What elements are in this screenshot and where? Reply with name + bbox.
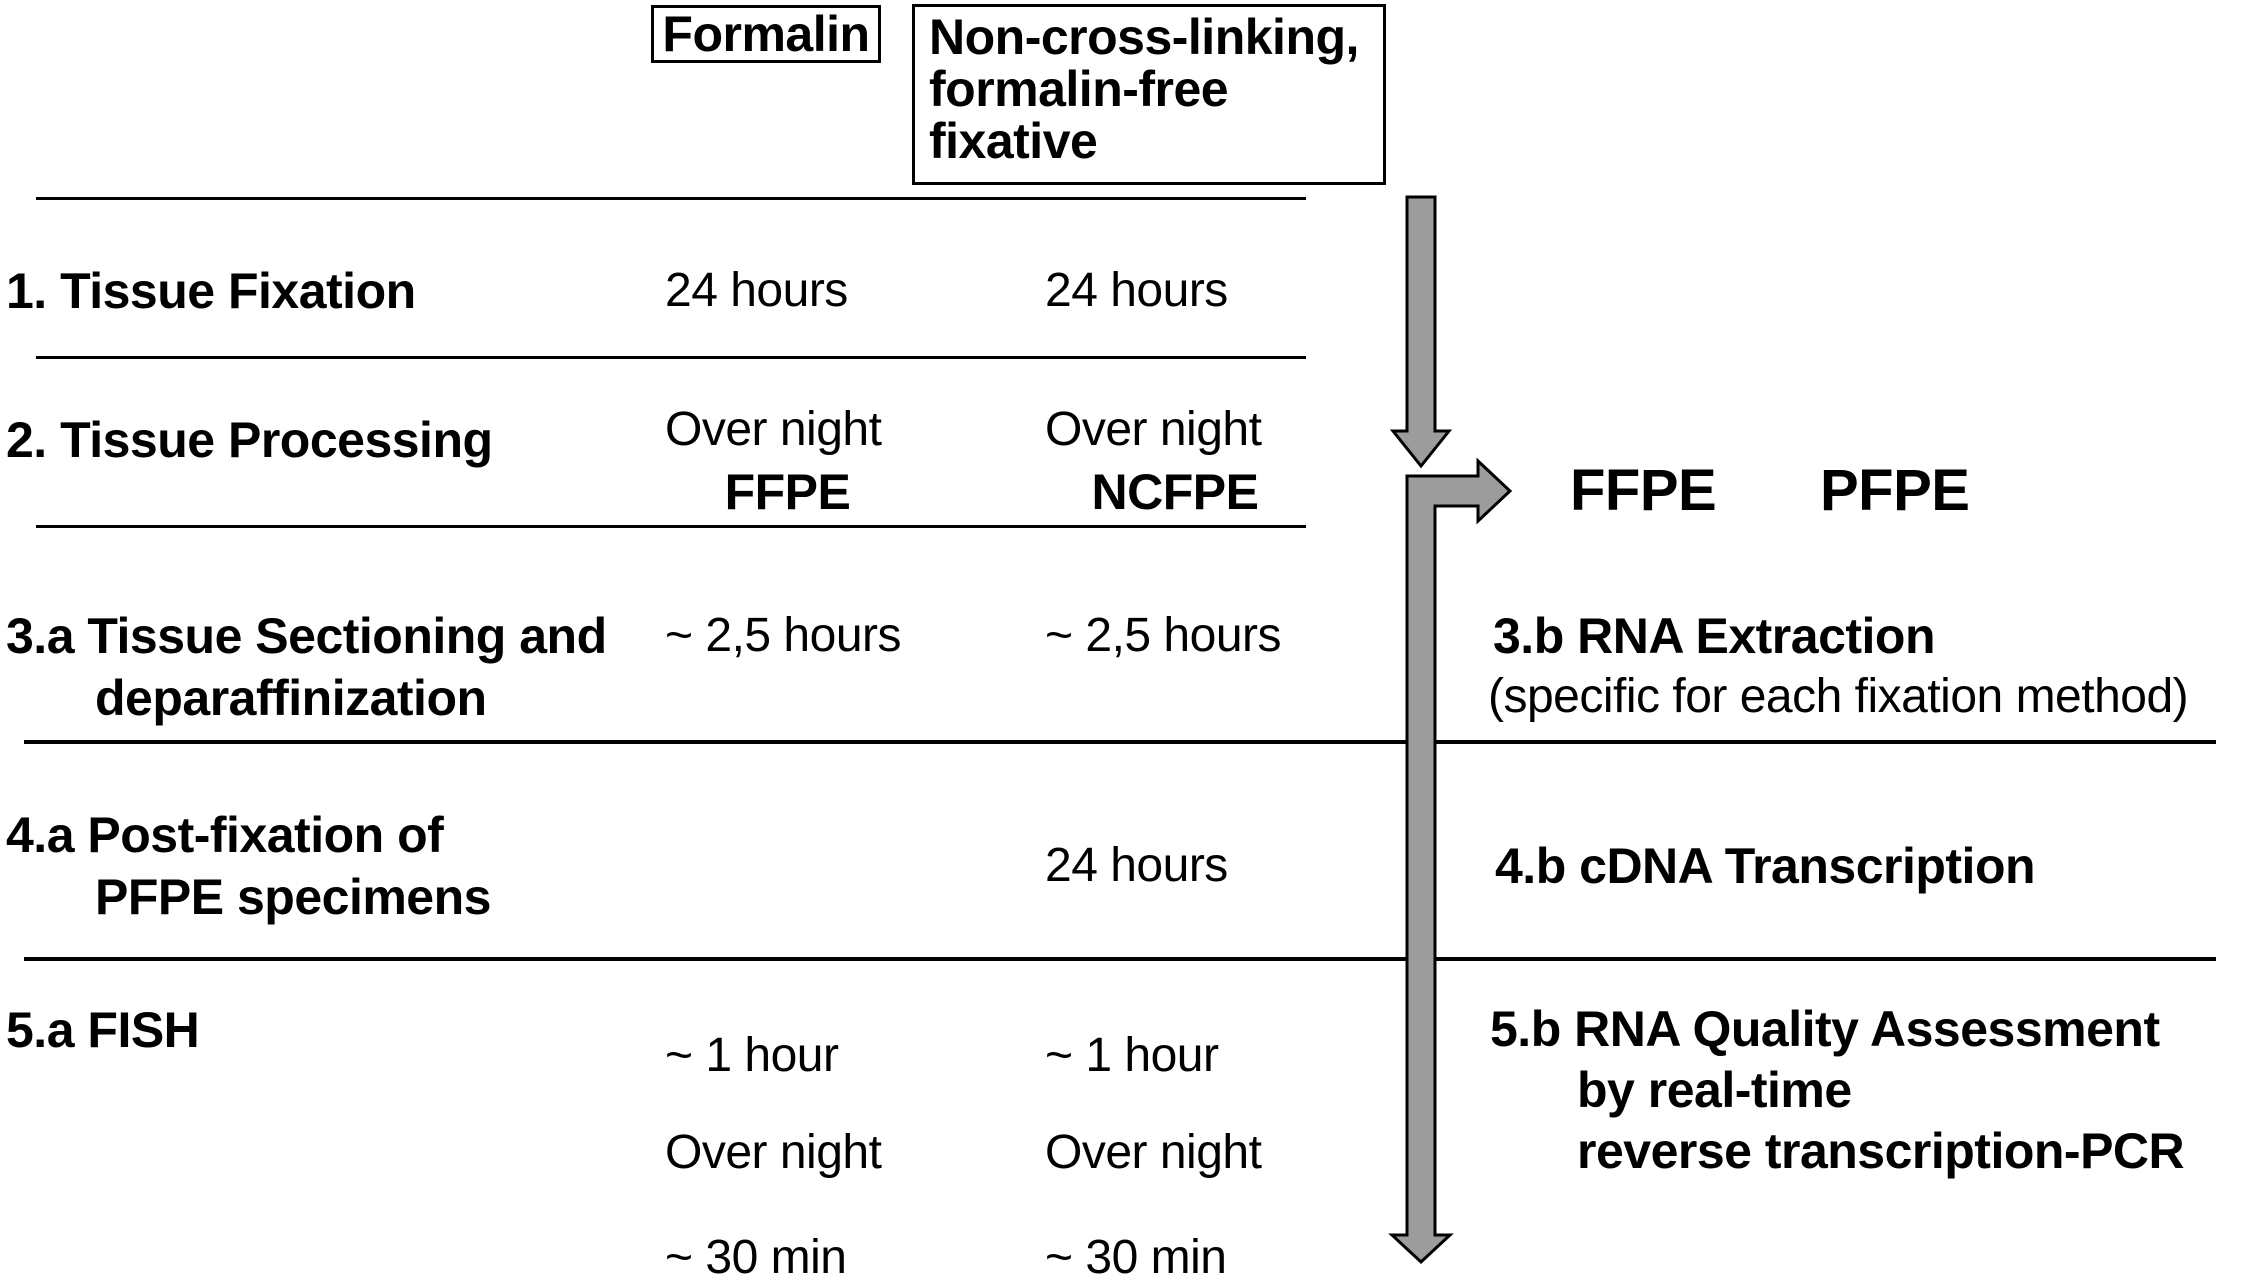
flow-arrow-down-icon	[1389, 195, 1453, 469]
row-label-post-fixation-line1: 4.a Post-fixation of	[6, 807, 444, 863]
row-label-tissue-sectioning-line1: 3.a Tissue Sectioning and	[6, 608, 607, 664]
value-processing-formalin: Over night	[665, 403, 882, 456]
value-post-fixation-ncl: 24 hours	[1045, 839, 1228, 892]
divider-row4-full	[24, 957, 2216, 961]
divider-row2	[36, 525, 1306, 528]
value-processing-ncl: Over night	[1045, 403, 1262, 456]
row-label-post-fixation: 4.a Post-fixation of PFPE specimens	[6, 804, 491, 928]
step-label-rna-quality-line1: 5.b RNA Quality Assessment	[1490, 1001, 2160, 1057]
value-sectioning-formalin: ~ 2,5 hours	[665, 609, 902, 662]
fixative-header-line1: Non-cross-linking,	[929, 9, 1359, 65]
step-note-rna-extraction: (specific for each fixation method)	[1488, 670, 2189, 723]
formalin-header-box: Formalin	[651, 5, 881, 63]
value-fish-ncl-2: Over night	[1045, 1126, 1262, 1179]
result-label-ffpe: FFPE	[724, 464, 851, 520]
row-label-tissue-sectioning-line2: deparaffinization	[95, 670, 487, 726]
divider-row3-full	[24, 740, 2216, 744]
step-label-rna-extraction: 3.b RNA Extraction	[1493, 608, 1936, 664]
row-label-tissue-sectioning: 3.a Tissue Sectioning and deparaffinizat…	[6, 605, 607, 729]
fixative-header-line3: fixative	[929, 113, 1098, 169]
divider-header	[36, 197, 1306, 200]
step-label-rna-quality-line2: by real-time	[1577, 1062, 1852, 1118]
branch-label-ffpe: FFPE	[1570, 458, 1717, 523]
value-fish-formalin-3: ~ 30 min	[665, 1231, 847, 1284]
branch-label-pfpe: PFPE	[1820, 458, 1970, 523]
row-label-tissue-processing: 2. Tissue Processing	[6, 412, 493, 468]
fixative-header-line2: formalin-free	[929, 61, 1229, 117]
divider-row1	[36, 356, 1306, 359]
row-label-fish: 5.a FISH	[6, 1002, 200, 1058]
row-label-tissue-fixation: 1. Tissue Fixation	[6, 263, 416, 319]
value-fixation-formalin: 24 hours	[665, 264, 848, 317]
step-label-cdna-transcription: 4.b cDNA Transcription	[1495, 838, 2036, 894]
value-fish-formalin-1: ~ 1 hour	[665, 1029, 839, 1082]
value-fish-ncl-3: ~ 30 min	[1045, 1231, 1227, 1284]
result-label-ncfpe: NCFPE	[1091, 464, 1259, 520]
value-fixation-ncl: 24 hours	[1045, 264, 1228, 317]
value-fish-ncl-1: ~ 1 hour	[1045, 1029, 1219, 1082]
step-label-rna-quality-line3: reverse transcription-PCR	[1577, 1123, 2185, 1179]
row-label-post-fixation-line2: PFPE specimens	[95, 869, 491, 925]
flow-arrow-branch-down-icon	[1388, 457, 1513, 1265]
fixative-header-box: Non-cross-linking, formalin-free fixativ…	[912, 4, 1386, 185]
step-label-rna-quality: 5.b RNA Quality Assessment by real-time …	[1490, 999, 2185, 1182]
formalin-header-label: Formalin	[662, 6, 870, 62]
value-sectioning-ncl: ~ 2,5 hours	[1045, 609, 1282, 662]
value-fish-formalin-2: Over night	[665, 1126, 882, 1179]
